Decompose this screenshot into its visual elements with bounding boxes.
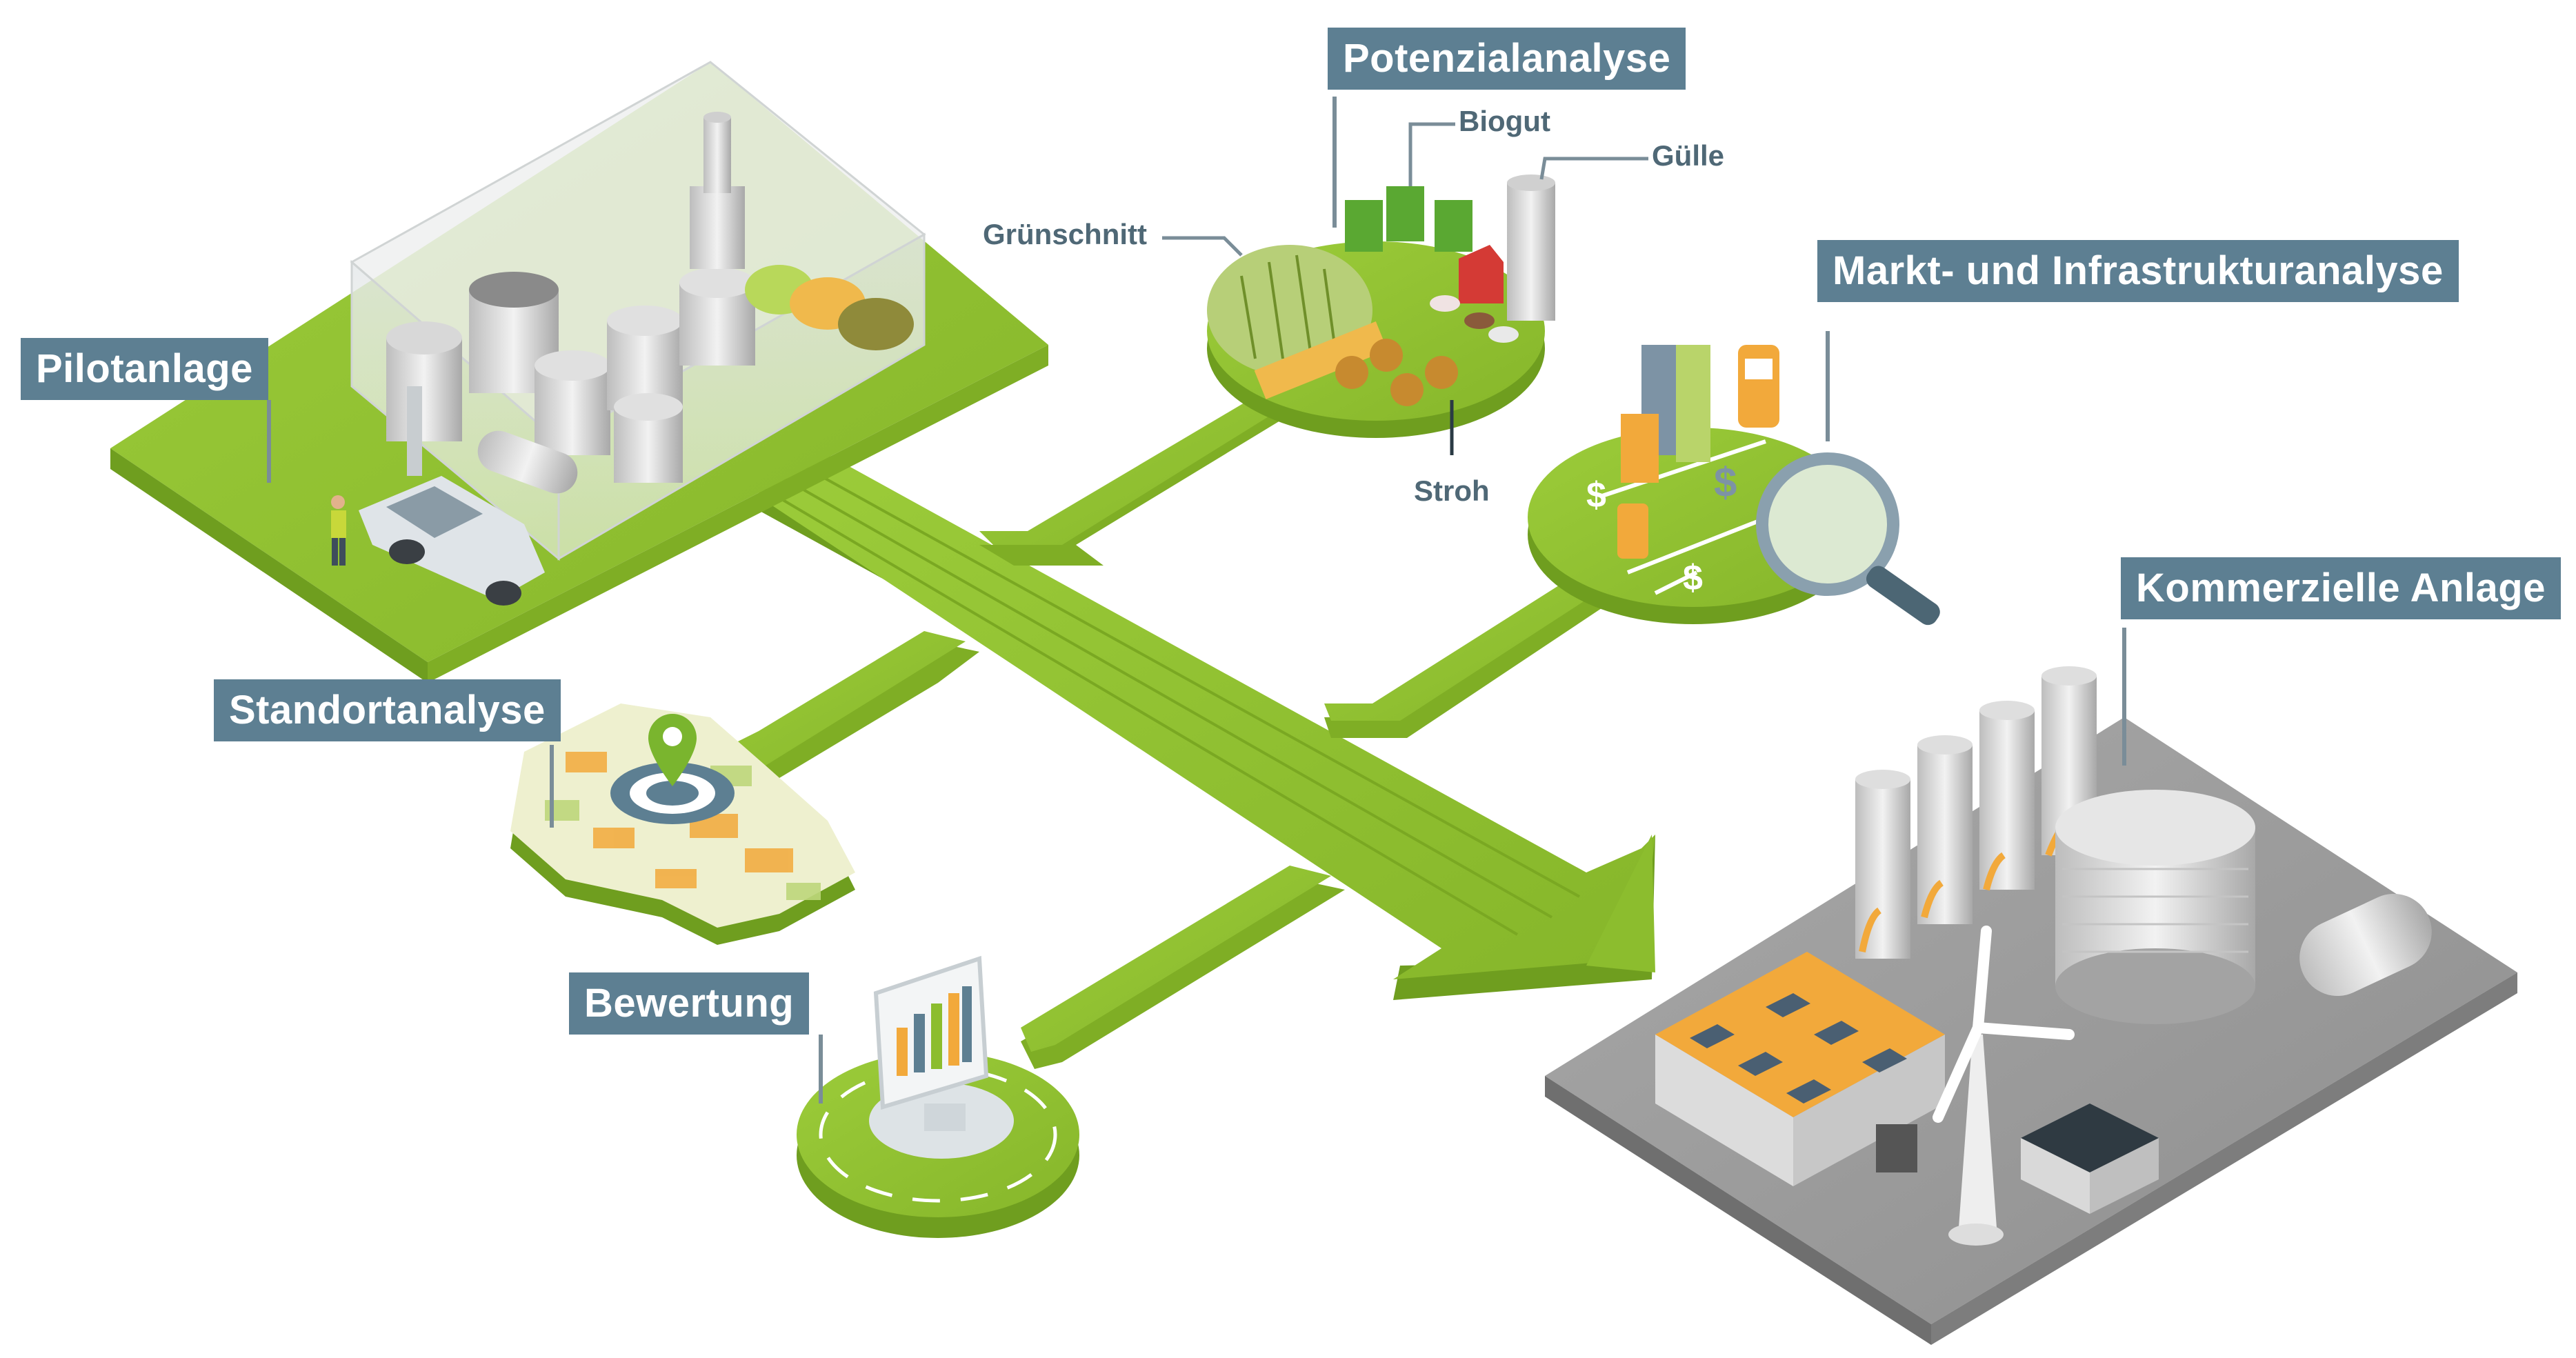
person-icon: [331, 495, 346, 566]
callout-biogut: Biogut: [1459, 105, 1550, 137]
evaluation-disc: [797, 955, 1079, 1238]
wind-turbine-icon: [1933, 926, 2075, 1246]
svg-text:$: $: [1714, 459, 1737, 506]
digester-tank: [2055, 790, 2255, 1024]
map-pin-icon: [610, 714, 735, 824]
magnifier-icon: [1756, 452, 1940, 626]
site-analysis-map: [510, 703, 855, 945]
label-potenzialanalyse: Potenzialanalyse: [1328, 28, 1686, 90]
potential-analysis-disc: [1162, 97, 1648, 455]
label-kommerzielle-anlage: Kommerzielle Anlage: [2121, 557, 2561, 619]
callout-gruenschnitt: Grünschnitt: [983, 218, 1147, 250]
label-standortanalyse: Standortanalyse: [214, 679, 561, 741]
hall-building: [1655, 952, 1945, 1186]
process-columns: [1855, 666, 2097, 959]
svg-text:$: $: [1586, 475, 1606, 515]
car-icon: [359, 476, 545, 606]
bar-chart-icon: [873, 955, 989, 1131]
arrow-right-icon: [1586, 835, 1655, 972]
label-bewertung: Bewertung: [569, 972, 810, 1035]
market-analysis-disc: $ $ $: [1528, 331, 1940, 626]
svg-text:$: $: [1683, 558, 1703, 598]
callout-stroh: Stroh: [1414, 475, 1490, 507]
commercial-plant-platform: [1545, 628, 2517, 1345]
label-markt-infrastrukturanalyse: Markt- und Infrastrukturanalyse: [1817, 240, 2459, 302]
label-pilotanlage: Pilotanlage: [21, 338, 268, 400]
pilot-tanks: [386, 112, 914, 494]
route-network: [703, 372, 1655, 1069]
callout-guelle: Gülle: [1652, 139, 1725, 172]
pilot-plant-platform: [110, 61, 1048, 683]
